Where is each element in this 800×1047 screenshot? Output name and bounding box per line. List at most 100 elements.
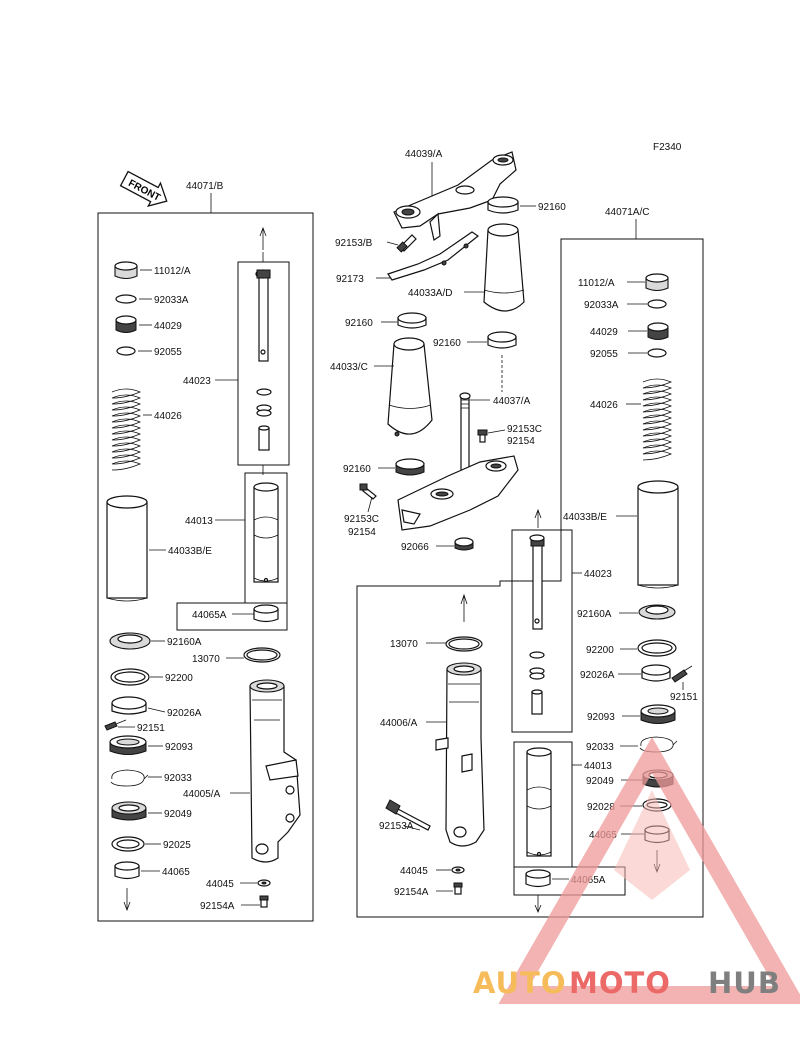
spring-44026-right bbox=[642, 378, 673, 461]
bushing-44065a-right bbox=[525, 869, 551, 888]
label-92160-d: 92160 bbox=[343, 464, 371, 475]
cap-11012a-left bbox=[114, 261, 138, 280]
bolt-92153c-upper bbox=[477, 429, 488, 443]
label-92160-c: 92160 bbox=[433, 338, 461, 349]
cap-11012a-right bbox=[645, 273, 669, 292]
washer-92160-d bbox=[395, 458, 425, 476]
washer-92160-b bbox=[397, 312, 427, 329]
stem-44037a bbox=[397, 392, 519, 531]
label-92033-left: 92033 bbox=[164, 773, 192, 784]
clip-92033-left bbox=[110, 769, 149, 787]
upper-bracket-44039a bbox=[393, 151, 517, 241]
washer-92160a-right bbox=[638, 604, 676, 620]
label-13070-right: 13070 bbox=[390, 639, 418, 650]
label-92160-b: 92160 bbox=[345, 318, 373, 329]
label-92028-right: 92028 bbox=[587, 802, 615, 813]
label-44071ac: 44071A/C bbox=[605, 207, 649, 218]
washer-92025-left bbox=[111, 836, 145, 852]
cover-44033c bbox=[387, 337, 433, 437]
seal-92049-left bbox=[111, 801, 147, 821]
label-44026-right: 44026 bbox=[590, 400, 618, 411]
bolt-92153b bbox=[396, 234, 417, 253]
bolt-92154a-right bbox=[453, 882, 463, 895]
collar-92026a-left bbox=[111, 696, 147, 715]
washer-92200-left bbox=[110, 668, 150, 686]
label-92173: 92173 bbox=[336, 274, 364, 285]
label-92026a-left: 92026A bbox=[167, 708, 202, 719]
cartridge-44023-left bbox=[255, 269, 272, 451]
oring-92033a-left bbox=[115, 294, 137, 304]
label-11012a-left: 11012/A bbox=[154, 266, 191, 277]
label-92200-right: 92200 bbox=[586, 645, 614, 656]
label-44005a: 44005/A bbox=[183, 789, 221, 800]
label-44023-left: 44023 bbox=[183, 376, 211, 387]
oring-92055-right bbox=[647, 348, 667, 358]
label-92093-left: 92093 bbox=[165, 742, 193, 753]
label-92033a-right: 92033A bbox=[584, 300, 619, 311]
label-44033be-right: 44033B/E bbox=[563, 512, 607, 523]
oring-13070-right bbox=[445, 636, 483, 652]
steering-assembly: 44039/A 92160 92153/B 92173 44 bbox=[330, 149, 566, 553]
damper-44013-left bbox=[253, 482, 279, 583]
label-44013-right: 44013 bbox=[584, 761, 612, 772]
label-92033-right: 92033 bbox=[586, 742, 614, 753]
label-44006a: 44006/A bbox=[380, 718, 418, 729]
label-92160a-right: 92160A bbox=[577, 609, 612, 620]
cartridge-44023-right bbox=[529, 534, 545, 715]
label-92154a-right: 92154A bbox=[394, 887, 429, 898]
cover-44033ad bbox=[483, 223, 525, 312]
label-92049-left: 92049 bbox=[164, 809, 192, 820]
watermark-moto: MOTO bbox=[569, 966, 671, 1000]
watermark-hub: HUB bbox=[708, 966, 781, 1000]
automotohub-watermark-logo: AUTO MOTO HUB bbox=[473, 736, 800, 1004]
bolt-92153c-lower bbox=[359, 483, 377, 500]
label-11012a-right: 11012/A bbox=[578, 278, 615, 289]
tube-44033be-right bbox=[637, 480, 679, 589]
bolt-92153a bbox=[385, 799, 431, 831]
label-92055-right: 92055 bbox=[590, 349, 618, 360]
label-44065a-left: 44065A bbox=[192, 610, 227, 621]
label-44071b: 44071/B bbox=[186, 181, 224, 192]
label-92033a-left: 92033A bbox=[154, 295, 189, 306]
spring-44026-left bbox=[111, 388, 142, 471]
seal-92093-left bbox=[109, 735, 147, 755]
outer-tube-44006a bbox=[435, 662, 485, 847]
bracket-92173 bbox=[387, 231, 480, 281]
tube-44033be-left bbox=[106, 495, 148, 602]
plug-44029-left bbox=[115, 315, 137, 333]
label-92200-left: 92200 bbox=[165, 673, 193, 684]
label-92049-right: 92049 bbox=[586, 776, 614, 787]
label-44065-left: 44065 bbox=[162, 867, 190, 878]
oring-92033a-right bbox=[647, 299, 667, 309]
bolt-92154a-left bbox=[259, 895, 269, 908]
front-direction-arrow: FRONT bbox=[119, 170, 168, 208]
left-fork-assembly: 44071/B 11012/A 92033A 44029 92055 44026 bbox=[97, 181, 314, 922]
label-92154-a: 92154 bbox=[507, 436, 535, 447]
label-92093-right: 92093 bbox=[587, 712, 615, 723]
label-92066: 92066 bbox=[401, 542, 429, 553]
label-92154a-left: 92154A bbox=[200, 901, 235, 912]
screw-92151-right bbox=[671, 665, 693, 683]
seal-92093-right bbox=[640, 704, 676, 724]
label-13070-left: 13070 bbox=[192, 654, 220, 665]
label-44023-right: 44023 bbox=[584, 569, 612, 580]
label-44033be-left: 44033B/E bbox=[168, 546, 212, 557]
label-92160a-left: 92160A bbox=[167, 637, 202, 648]
label-92026a-right: 92026A bbox=[580, 670, 615, 681]
label-44039a: 44039/A bbox=[405, 149, 443, 160]
label-44026-left: 44026 bbox=[154, 411, 182, 422]
washer-92160-top bbox=[487, 196, 519, 214]
label-44037a: 44037/A bbox=[493, 396, 531, 407]
bushing-44065a-left bbox=[253, 604, 279, 623]
screw-92151-left bbox=[104, 719, 127, 731]
bushing-44065-left bbox=[114, 861, 140, 880]
label-92055-left: 92055 bbox=[154, 347, 182, 358]
label-92153a: 92153A bbox=[379, 821, 414, 832]
figure-code: F2340 bbox=[653, 142, 682, 153]
label-44045-right: 44045 bbox=[400, 866, 428, 877]
label-92160-a: 92160 bbox=[538, 202, 566, 213]
bush-92066 bbox=[454, 537, 474, 551]
damper-44013-right bbox=[526, 747, 552, 857]
washer-44045-right bbox=[451, 866, 465, 874]
